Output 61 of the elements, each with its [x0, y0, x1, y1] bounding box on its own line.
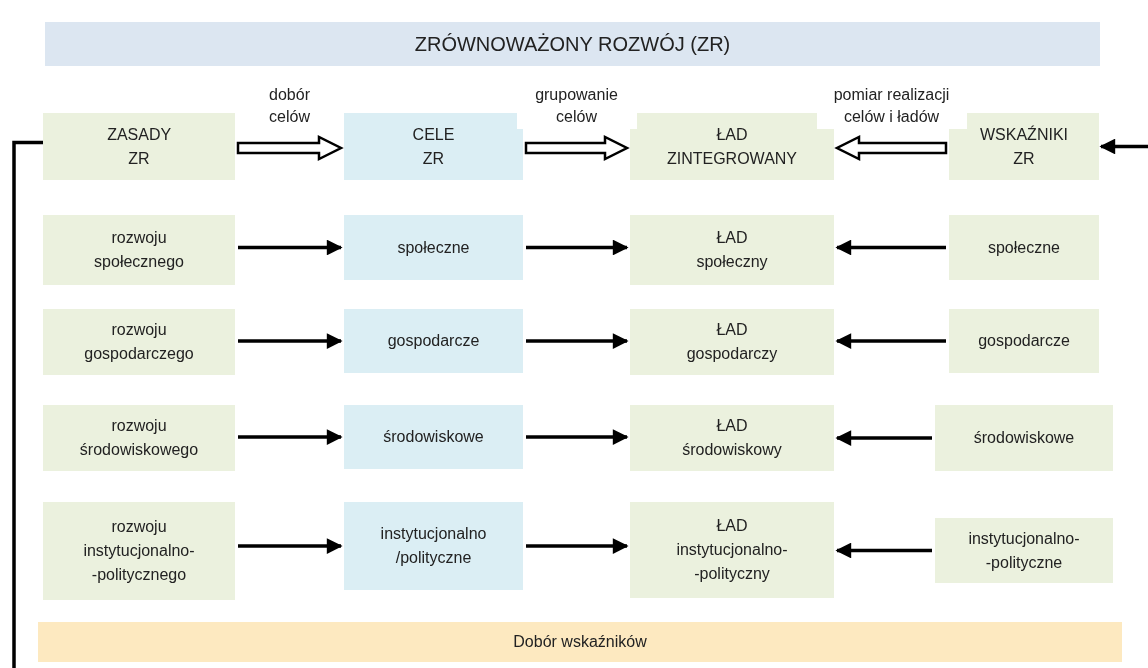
arrow: [238, 538, 343, 554]
arrow: [526, 333, 629, 349]
arrow: [835, 430, 932, 446]
goal-box: [344, 113, 523, 180]
hollow-arrow: [524, 134, 630, 162]
box-label: instytucjonalno /polityczne: [380, 524, 487, 568]
category-box: [935, 518, 1113, 583]
box-label: rozwoju społecznego: [94, 228, 184, 272]
arrow: [526, 429, 629, 445]
category-box: [43, 309, 235, 375]
arrow: [835, 333, 946, 349]
goal-box: [344, 502, 523, 590]
title-band: [45, 22, 1100, 66]
hollow-arrow: [834, 134, 948, 162]
box-label: ŁAD ZINTEGROWANY: [666, 124, 798, 169]
arrow: [835, 542, 932, 559]
box-label: środowiskowe: [973, 428, 1075, 448]
arrow: [238, 239, 343, 256]
arrow: [526, 538, 629, 554]
box-label: społeczne: [987, 237, 1060, 258]
category-box: [949, 113, 1099, 180]
box-label: rozwoju środowiskowego: [79, 416, 199, 460]
category-box: [630, 405, 834, 471]
arrow: [238, 333, 343, 349]
category-box: [630, 502, 834, 598]
box-label: środowiskowe: [383, 427, 484, 447]
band-label: Dobór wskaźników: [513, 632, 647, 652]
category-box: [949, 309, 1099, 373]
footer-band: [38, 622, 1122, 662]
box-label: rozwoju gospodarczego: [84, 320, 194, 364]
box-label: gospodarcze: [387, 331, 480, 351]
box-label: CELE ZR: [412, 124, 455, 169]
box-label: instytucjonalno- -polityczne: [968, 528, 1080, 573]
category-box: [630, 113, 834, 180]
box-label: ZASADY ZR: [107, 124, 171, 169]
category-box: [949, 215, 1099, 280]
box-label: WSKAŹNIKI ZR: [980, 124, 1068, 169]
box-label: ŁAD społeczny: [696, 228, 768, 272]
connector-line: [12, 140, 43, 668]
arrow: [1099, 138, 1148, 155]
category-box: [43, 215, 235, 285]
arrow: [526, 239, 629, 256]
category-box: [43, 113, 235, 180]
category-box: [630, 309, 834, 375]
category-box: [43, 405, 235, 471]
category-box: [43, 502, 235, 600]
box-label: rozwoju instytucjonalno- -politycznego: [83, 517, 195, 585]
title: ZRÓWNOWAŻONY ROZWÓJ (ZR): [414, 32, 731, 57]
arrow: [835, 239, 946, 256]
goal-box: [344, 405, 523, 469]
category-box: [630, 215, 834, 285]
category-box: [935, 405, 1113, 471]
goal-box: [344, 215, 523, 280]
arrow: [238, 429, 343, 445]
goal-box: [344, 309, 523, 373]
box-label: ŁAD środowiskowy: [682, 416, 782, 460]
hollow-arrow: [236, 134, 344, 162]
box-label: gospodarcze: [978, 331, 1070, 351]
box-label: społeczne: [397, 237, 470, 258]
box-label: ŁAD gospodarczy: [686, 320, 778, 364]
box-label: ŁAD instytucjonalno- -polityczny: [676, 516, 788, 584]
